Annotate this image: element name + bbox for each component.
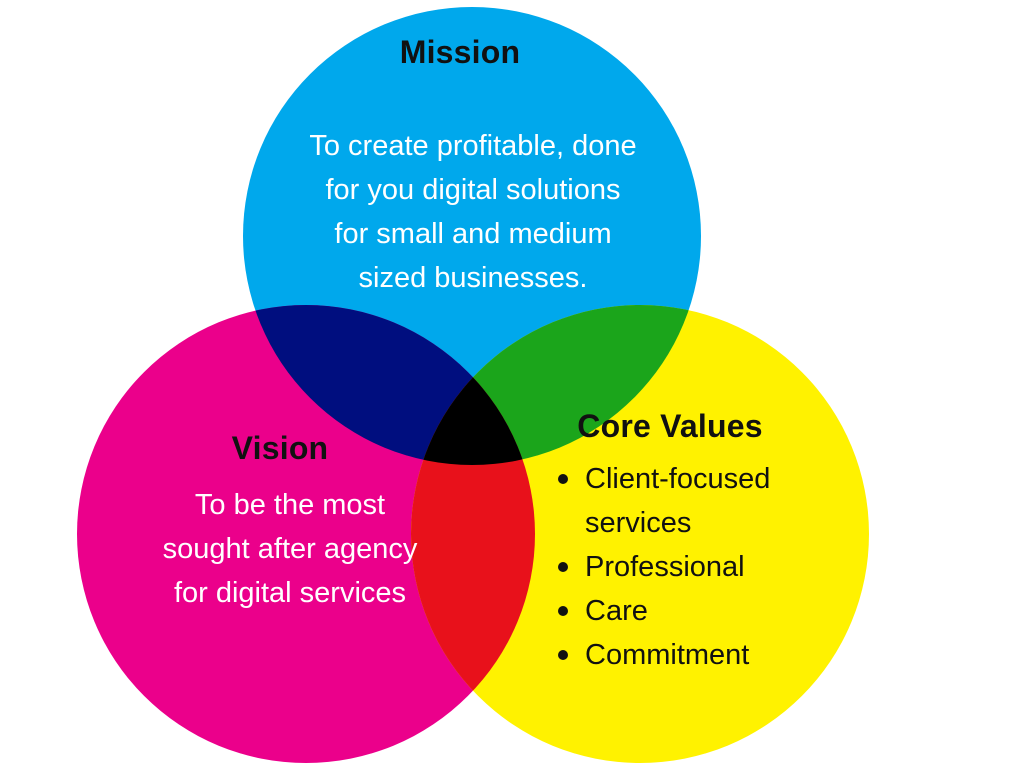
vision-statement: To be the most sought after agency for d… [120, 483, 460, 615]
mission-statement: To create profitable, done for you digit… [268, 124, 678, 300]
list-item: Care [552, 589, 842, 633]
bullet-icon [558, 650, 568, 660]
list-item-line: Care [585, 595, 648, 627]
vision-line: To be the most [194, 489, 386, 521]
list-item-line: Professional [585, 551, 745, 583]
core-values-list: Client-focused services Professional Car… [552, 457, 842, 677]
vision-title: Vision [231, 430, 329, 466]
bullet-icon [558, 562, 568, 572]
list-item: Professional [552, 545, 842, 589]
bullet-icon [558, 606, 568, 616]
list-item-line: Client-focused [585, 463, 771, 495]
mission-vision-overlap [243, 305, 535, 465]
list-item-line: Commitment [585, 639, 750, 671]
core-values-title: Core Values [577, 408, 763, 444]
list-item: Client-focused services [552, 457, 842, 545]
mission-line: for you digital solutions [325, 174, 621, 206]
mission-line: sized businesses. [358, 262, 588, 294]
mission-core-values-overlap [411, 305, 701, 465]
mission-line: To create profitable, done [309, 130, 637, 162]
mission-line: for small and medium [334, 218, 612, 250]
list-item-line: services [585, 507, 692, 539]
vision-line: for digital services [173, 577, 407, 609]
mission-title: Mission [399, 34, 521, 70]
vision-line: sought after agency [162, 533, 418, 565]
bullet-icon [558, 474, 568, 484]
list-item: Commitment [552, 633, 842, 677]
